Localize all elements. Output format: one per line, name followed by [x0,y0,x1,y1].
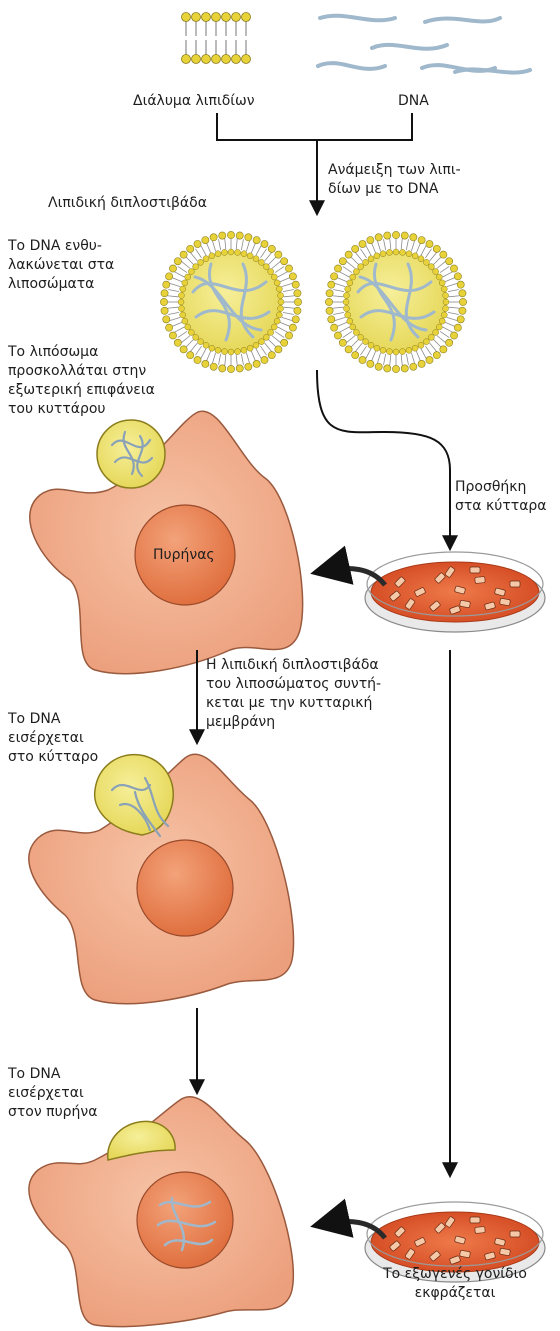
liposome-left [160,231,301,372]
dna-strands-icon [318,16,530,73]
label-dna-enters-nucleus: Το DNA εισέρχεται στον πυρήνα [8,1065,97,1122]
label-add-to-cells: Προσθήκη στα κύτταρα [455,478,547,516]
label-fusion: Η λιπιδική διπλοστιβάδα του λιποσώματος … [206,656,381,732]
lipid-bilayer-icon [182,13,251,64]
arrow-to-dish [317,370,450,548]
nucleus-2 [137,840,233,936]
label-gene-expressed: Το εξωγενές γονίδιο εκφράζεται [360,1265,550,1303]
liposome-right [325,231,466,372]
label-lipid-bilayer: Λιπιδική διπλοστιβάδα [48,194,207,213]
label-lipid-solution: Διάλυμα λιπιδίων [133,92,255,111]
culture-dish-1 [365,552,545,632]
label-liposome-attaches: Το λιπόσωμα προσκολλάται στην εξωτερική … [8,343,155,419]
label-dna: DNA [398,92,429,111]
attached-liposome-1 [97,420,165,488]
fusing-liposome [95,755,174,836]
label-nucleus: Πυρήνας [153,546,215,565]
label-dna-enters-cell: Το DNA εισέρχεται στο κύτταρο [8,710,98,767]
label-dna-encapsulated: Το DNA ενθυ- λακώνεται στα λιποσώματα [8,237,114,294]
nucleus-3 [137,1172,233,1268]
label-mixing: Ανάμειξη των λιπι- δίων με το DNA [328,161,461,199]
